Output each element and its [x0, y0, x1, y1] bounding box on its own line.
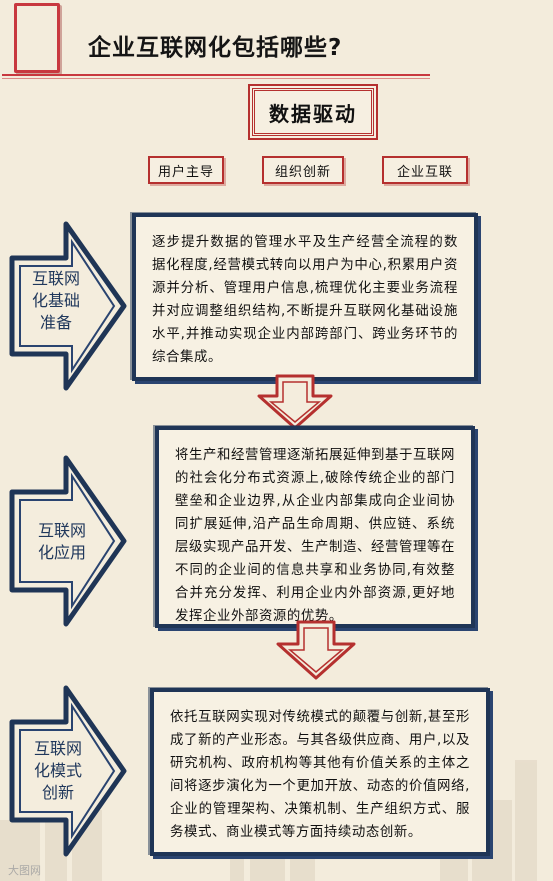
stage-arrow-2: [9, 455, 127, 627]
mode-box-enterprise-interconnect: 企业互联: [382, 156, 468, 184]
page-title: 企业互联网化包括哪些?: [88, 35, 343, 61]
stage-description-1: 逐步提升数据的管理水平及生产经营全流程的数据化程度,经营模式转向以用户为中心,积…: [152, 235, 458, 365]
header-divider-shadow: [2, 78, 430, 79]
stage-content-box-3: 依托互联网实现对传统模式的颠覆与创新,甚至形成了新的产业形态。与其各级供应商、用…: [150, 688, 490, 856]
header-divider: [2, 74, 430, 76]
header-frame-decoration: [14, 3, 60, 73]
data-driven-label: 数据驱动: [269, 101, 357, 126]
mode-box-user-led: 用户主导: [148, 156, 224, 184]
stage-label-2: 互联网 化应用: [37, 521, 86, 562]
watermark: 大图网: [8, 864, 41, 877]
mode-label: 企业互联: [396, 164, 453, 180]
stage-content-box-1: 逐步提升数据的管理水平及生产经营全流程的数据化程度,经营模式转向以用户为中心,积…: [132, 213, 478, 381]
stage-label-3: 互联网 化模式 创新: [33, 739, 82, 802]
mode-label: 组织创新: [274, 164, 331, 180]
stage-label-1: 互联网 化基础 准备: [31, 269, 80, 332]
stage-arrow-3: [9, 685, 127, 857]
data-driven-box: 数据驱动: [252, 88, 374, 136]
down-arrow-2: [276, 620, 356, 680]
mode-box-org-innovation: 组织创新: [262, 156, 344, 184]
down-arrow-1: [257, 374, 333, 430]
stage-arrow-1: [9, 221, 127, 391]
stage-description-2: 将生产和经营管理逐渐拓展延伸到基于互联网的社会化分布式资源上,破除传统企业的部门…: [175, 448, 455, 624]
stage-description-3: 依托互联网实现对传统模式的颠覆与创新,甚至形成了新的产业形态。与其各级供应商、用…: [170, 710, 470, 840]
stage-content-box-2: 将生产和经营管理逐渐拓展延伸到基于互联网的社会化分布式资源上,破除传统企业的部门…: [155, 426, 475, 628]
mode-label: 用户主导: [157, 164, 214, 180]
